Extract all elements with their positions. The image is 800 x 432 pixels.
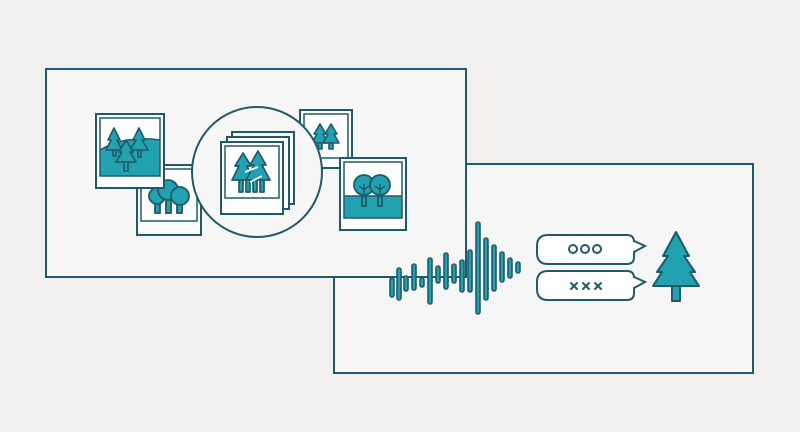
waveform-bar xyxy=(459,259,465,293)
pine-tree-icon xyxy=(652,231,700,302)
waveform-bar xyxy=(451,263,457,284)
photo-round-trees-icon xyxy=(136,164,202,236)
waveform-bar xyxy=(443,252,449,290)
magnified-photo-stack-icon xyxy=(191,106,323,238)
waveform-bar xyxy=(419,277,425,288)
photo-bushes-icon xyxy=(339,157,407,231)
photo-forest-hills-icon xyxy=(95,113,165,189)
speech-bubble-crosses-icon xyxy=(536,270,648,301)
waveform-bar xyxy=(515,261,521,274)
waveform-bar xyxy=(396,267,402,301)
waveform-bar xyxy=(427,257,433,305)
speech-bubble-circles-icon xyxy=(536,234,648,265)
waveform-bar xyxy=(499,251,505,283)
waveform-bar xyxy=(467,249,473,293)
waveform-bar xyxy=(475,221,481,315)
waveform-bar xyxy=(389,277,395,298)
waveform-bar xyxy=(507,257,513,279)
waveform-bar xyxy=(483,237,489,301)
waveform-bar xyxy=(435,265,441,284)
waveform-bar xyxy=(403,275,409,292)
waveform-bar xyxy=(411,263,417,291)
waveform-bar xyxy=(491,244,497,292)
sound-waveform-icon xyxy=(467,221,521,315)
